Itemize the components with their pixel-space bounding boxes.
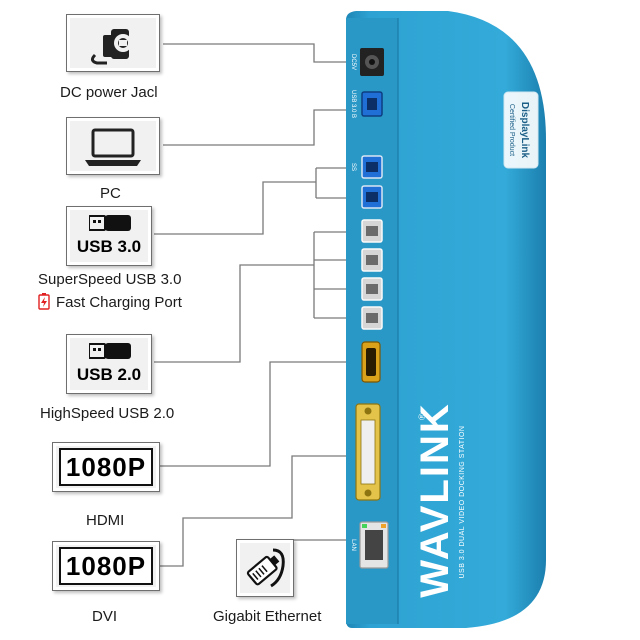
dc-power-icon-box	[66, 14, 160, 72]
ethernet-label: Gigabit Ethernet	[213, 608, 322, 625]
ethernet-icon-box	[236, 539, 294, 597]
usb-stick-icon	[89, 215, 131, 231]
usb30-text: USB 3.0	[76, 237, 142, 256]
host-port-label: USB 3.0 B	[350, 90, 356, 118]
pc-icon-box	[66, 117, 160, 175]
dc-power-label: DC power Jacl	[60, 84, 158, 101]
dc-plug-icon	[90, 29, 132, 65]
dvi-label: DVI	[92, 608, 118, 625]
fast-charging-label: Fast Charging Port	[56, 294, 182, 311]
usb30-icon-box: USB 3.0	[66, 206, 152, 266]
registered-mark: ®	[417, 413, 427, 420]
badge-line2: Certified Product	[508, 104, 515, 156]
usb-stick-icon	[89, 343, 131, 359]
brand-logo: WAVLINK	[413, 402, 457, 597]
monitor-icon	[59, 547, 153, 585]
ss-label: SS	[350, 163, 356, 171]
usb20-text: USB 2.0	[76, 365, 142, 384]
ethernet-connector-icon	[246, 548, 285, 588]
monitor-icon	[59, 448, 153, 486]
dvi-resolution: 1080P	[65, 551, 147, 581]
displaylink-badge: DisplayLink Certified Product	[503, 91, 539, 169]
battery-charge-icon	[38, 293, 50, 310]
lan-label: LAN	[350, 539, 356, 551]
superspeed-label: SuperSpeed USB 3.0	[38, 271, 182, 288]
laptop-icon	[85, 128, 141, 166]
model-line: USB 3.0 DUAL VIDEO DOCKING STATION	[459, 425, 466, 578]
pc-label: PC	[100, 185, 121, 202]
hdmi-monitor-box: 1080P	[52, 442, 160, 492]
usb20-ports	[361, 219, 383, 330]
highspeed-label: HighSpeed USB 2.0	[40, 405, 175, 422]
dc-port-label: DC5V	[350, 54, 356, 70]
badge-line1: DisplayLink	[519, 102, 530, 159]
docking-station: DC5V USB 3.0 B SS LAN DisplayLink Certif…	[346, 11, 546, 628]
hdmi-resolution: 1080P	[65, 452, 147, 482]
usb30-ports	[361, 155, 383, 209]
usb20-icon-box: USB 2.0	[66, 334, 152, 394]
dvi-monitor-box: 1080P	[52, 541, 160, 591]
hdmi-label: HDMI	[86, 512, 125, 529]
